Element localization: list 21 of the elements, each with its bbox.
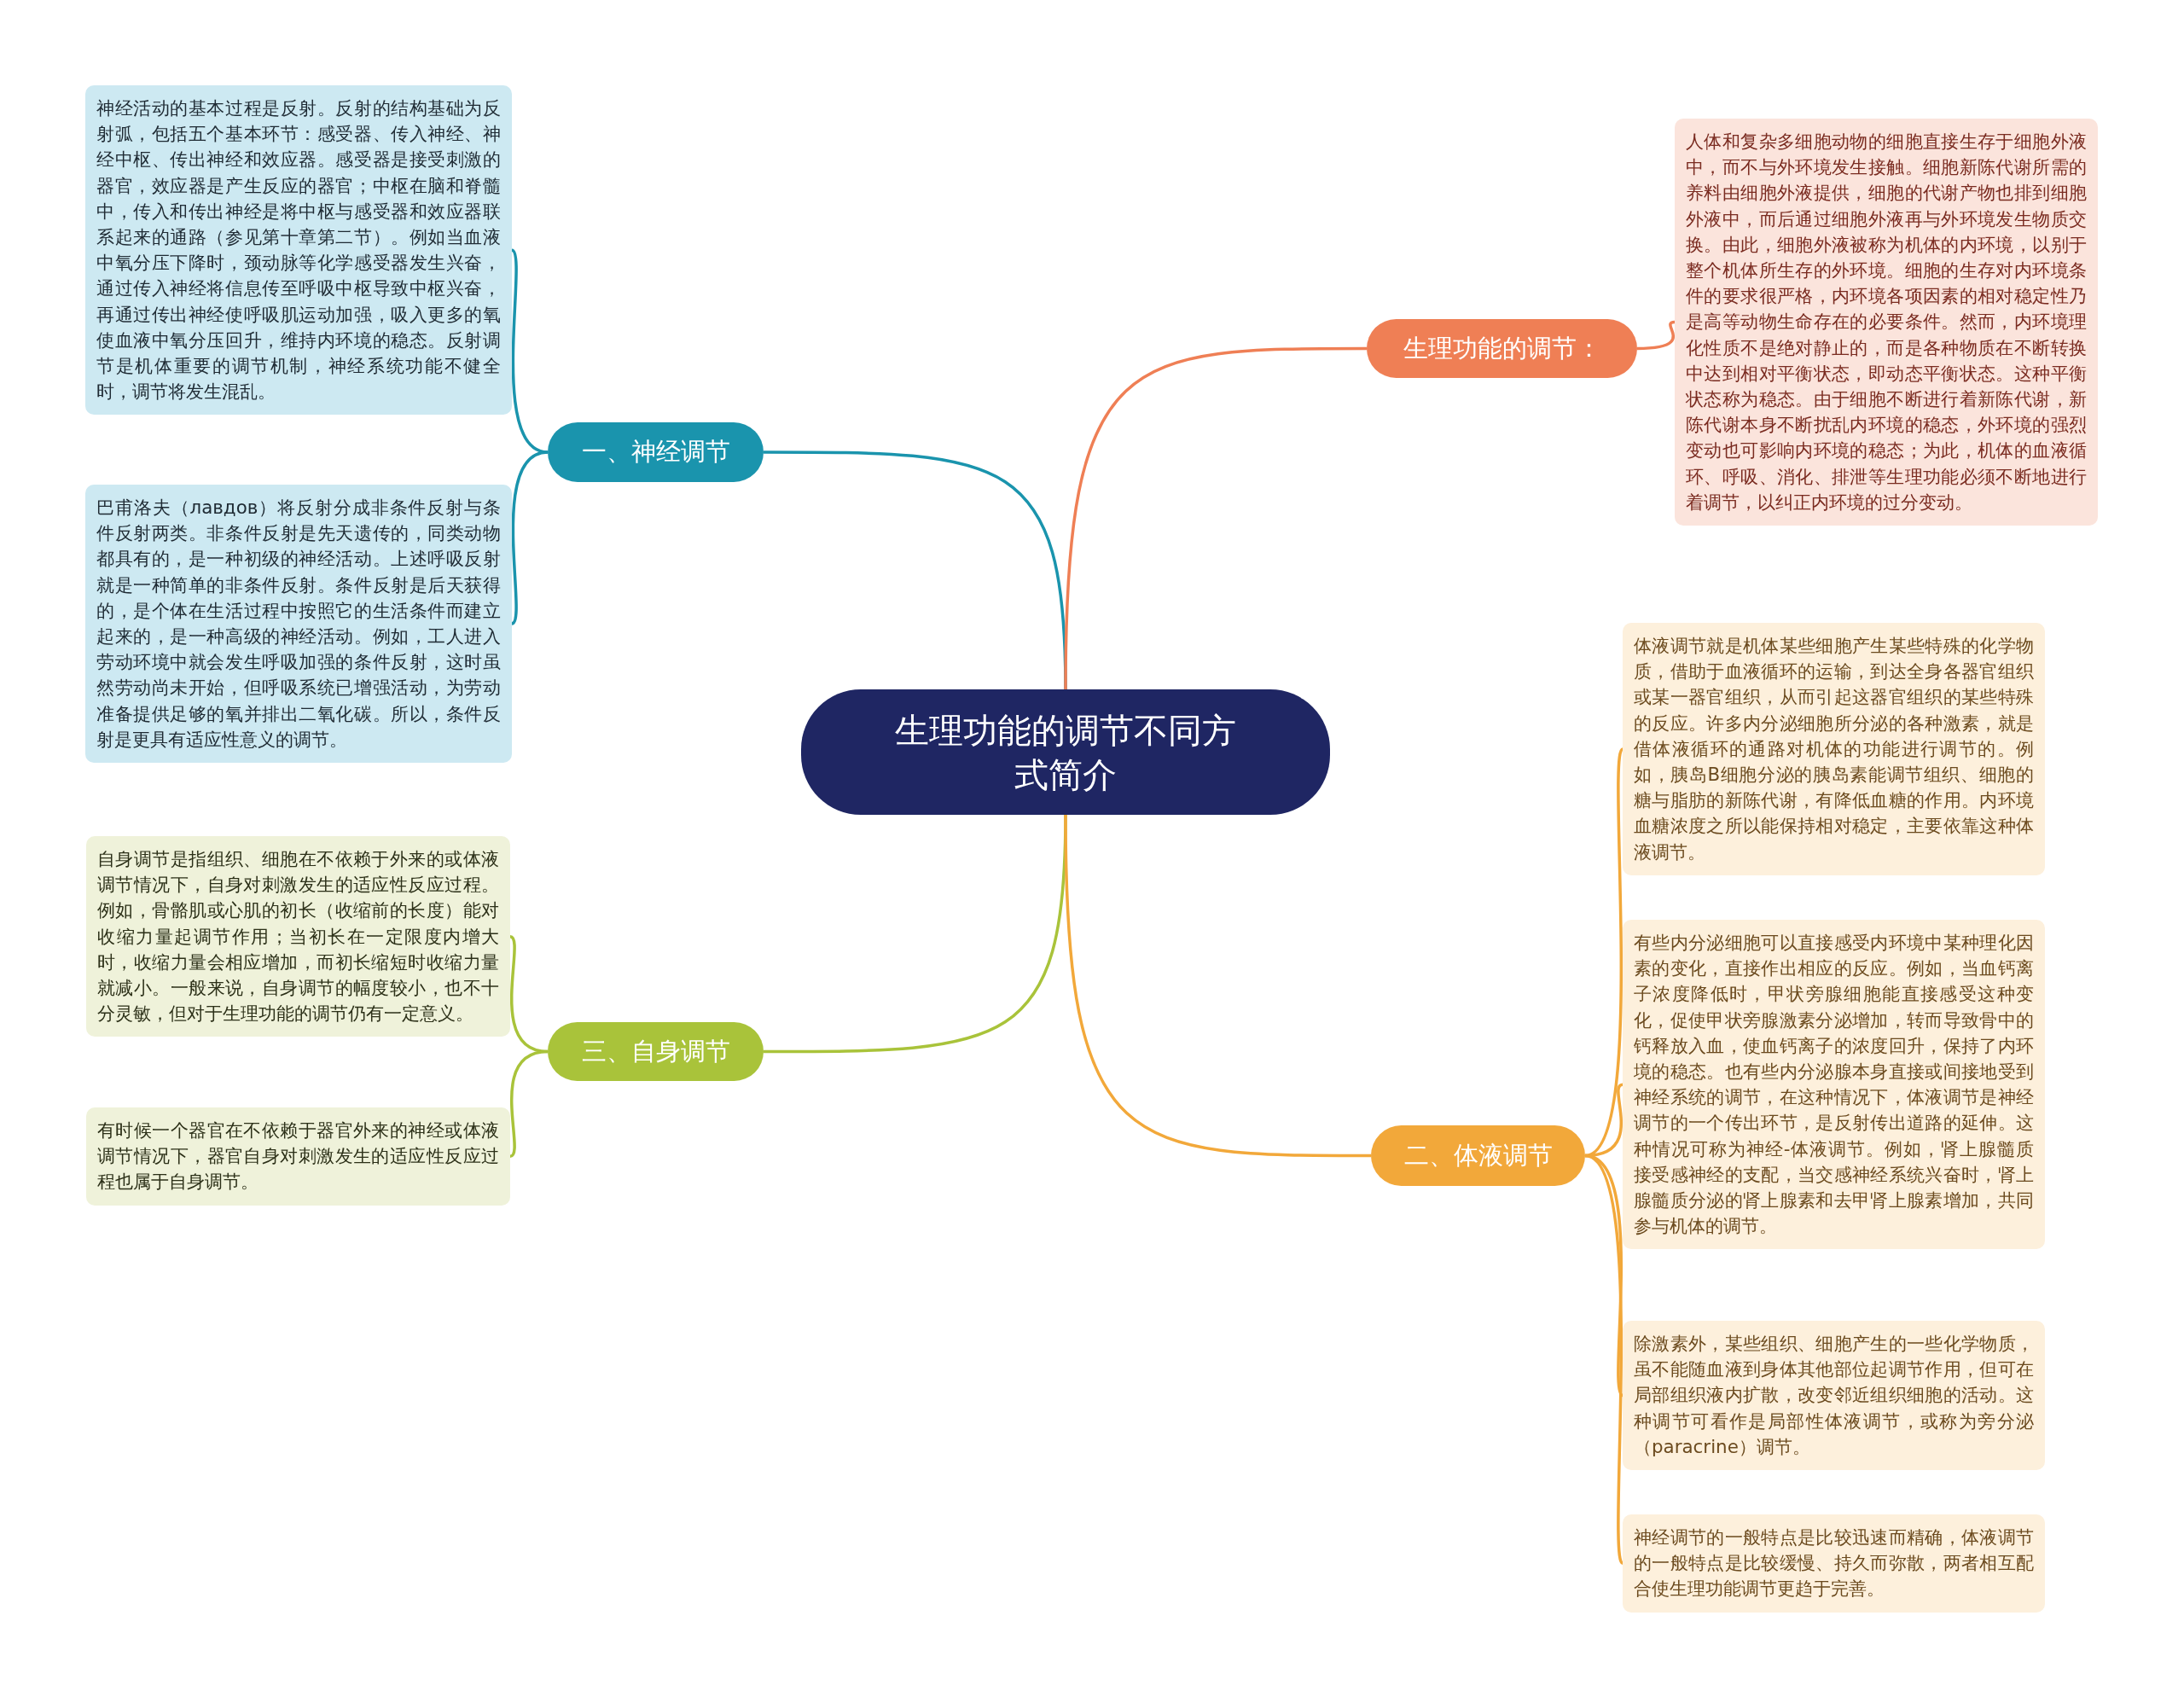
- connector-line: [1584, 748, 1624, 1157]
- note-card: 体液调节就是机体某些细胞产生某些特殊的化学物质，借助于血液循环的运输，到达全身各器官组织或某一器官组织，从而引起这器官组织的某些特殊的反应。许多内分泌细胞所分泌的各种激素，就是借体液循环的通路对机体的功能进行调节的。例如，胰岛B细胞分泌的胰岛素能调节组织、细胞的糖与脂肪的新陈代谢，有降低血糖的作用。内环境血糖浓度之所以能保持相对稳定，主要依靠这种体液调节。: [1623, 623, 2045, 875]
- note-card: 自身调节是指组织、细胞在不依赖于外来的或体液调节情况下，自身对刺激发生的适应性反应过程。例如，骨骼肌或心肌的初长（收缩前的长度）能对收缩力量起调节作用；当初长在一定限度内增大时，收缩力量会相应增加，而初长缩短时收缩力量就减小。一般来说，自身调节的幅度较小，也不十分灵敏，但对于生理功能的调节仍有一定意义。: [86, 836, 510, 1037]
- note-card: 有时候一个器官在不依赖于器官外来的神经或体液调节情况下，器官自身对刺激发生的适应性反应过程也属于自身调节。: [86, 1107, 510, 1206]
- connector-line: [1064, 814, 1371, 1158]
- connector-line: [509, 1049, 549, 1158]
- branch-topic: 三、自身调节: [548, 1022, 764, 1081]
- branch-topic: 生理功能的调节：: [1367, 319, 1637, 378]
- central-topic: 生理功能的调节不同方式简介: [801, 689, 1330, 815]
- branch-topic: 一、神经调节: [548, 422, 764, 482]
- note-card: 神经调节的一般特点是比较迅速而精确，体液调节的一般特点是比较缓慢、持久而弥散，两者相互配合使生理功能调节更趋于完善。: [1623, 1514, 2045, 1613]
- note-card: 人体和复杂多细胞动物的细胞直接生存于细胞外液中，而不与外环境发生接触。细胞新陈代谢所需的养料由细胞外液提供，细胞的代谢产物也排到细胞外液中，而后通过细胞外液再与外环境发生物质交换。由此，细胞外液被称为机体的内环境，以别于整个机体所生存的外环境。细胞的生存对内环境条件的要求很严格，内环境各项因素的相对稳定性乃是高等动物生命存在的必要条件。然而，内环境理化性质不是绝对静止的，而是各种物质在不断转换中达到相对平衡状态，即动态平衡状态。这种平衡状态称为稳态。由于细胞不断进行着新陈代谢，新陈代谢本身不断扰乱内环境的稳态，外环境的强烈变动也可影响内环境的稳态；为此，机体的血液循环、呼吸、消化、排泄等生理功能必须不断地进行着调节，以纠正内环境的过分变动。: [1675, 119, 2098, 526]
- connector-line: [1064, 346, 1367, 690]
- note-card: 除激素外，某些组织、细胞产生的一些化学物质，虽不能随血液到身体其他部位起调节作用，但可在局部组织液内扩散，改变邻近组织细胞的活动。这种调节可看作是局部性体液调节，或称为旁分泌（paracrine）调节。: [1623, 1321, 2045, 1470]
- connector-line: [510, 450, 549, 625]
- connector-line: [1584, 1154, 1624, 1564]
- note-card: 有些内分泌细胞可以直接感受内环境中某种理化因素的变化，直接作出相应的反应。例如，当血钙离子浓度降低时，甲状旁腺细胞能直接感受这种变化，促使甲状旁腺激素分泌增加，转而导致骨中的钙释放入血，使血钙离子的浓度回升，保持了内环境的稳态。也有些内分泌腺本身直接或间接地受到神经系统的调节，在这种情况下，体液调节是神经调节的一个传出环节，是反射传出道路的延伸。这种情况可称为神经-体液调节。例如，肾上腺髓质接受感神经的支配，当交感神经系统兴奋时，肾上腺髓质分泌的肾上腺素和去甲肾上腺素增加，共同参与机体的调节。: [1623, 920, 2045, 1250]
- note-card: 巴甫洛夫（лавдов）将反射分成非条件反射与条件反射两类。非条件反射是先天遗传的，同类动物都具有的，是一种初级的神经活动。上述呼吸反射就是一种简单的非条件反射。条件反射是后天获得的，是个体在生活过程中按照它的生活条件而建立起来的，是一种高级的神经活动。例如，工人进入劳动环境中就会发生呼吸加强的条件反射，这时虽然劳动尚未开始，但呼吸系统已增强活动，为劳动准备提供足够的氧并排出二氧化碳。所以，条件反射是更具有适应性意义的调节。: [85, 485, 512, 764]
- connector-line: [1636, 320, 1676, 351]
- note-card: 神经活动的基本过程是反射。反射的结构基础为反射弧，包括五个基本环节：感受器、传入神经、神经中枢、传出神经和效应器。感受器是接受刺激的器官，效应器是产生反应的器官；中枢在脑和脊髓中，传入和传出神经是将中枢与感受器和效应器联系起来的通路（参见第十章第二节）。例如当血液中氧分压下降时，颈动脉等化学感受器发生兴奋，通过传入神经将信息传至呼吸中枢导致中枢兴奋，再通过传出神经使呼吸肌运动加强，吸入更多的氧使血液中氧分压回升，维持内环境的稳态。反射调节是机体重要的调节机制，神经系统功能不健全时，调节将发生混乱。: [85, 85, 512, 416]
- branch-topic: 二、体液调节: [1371, 1125, 1585, 1186]
